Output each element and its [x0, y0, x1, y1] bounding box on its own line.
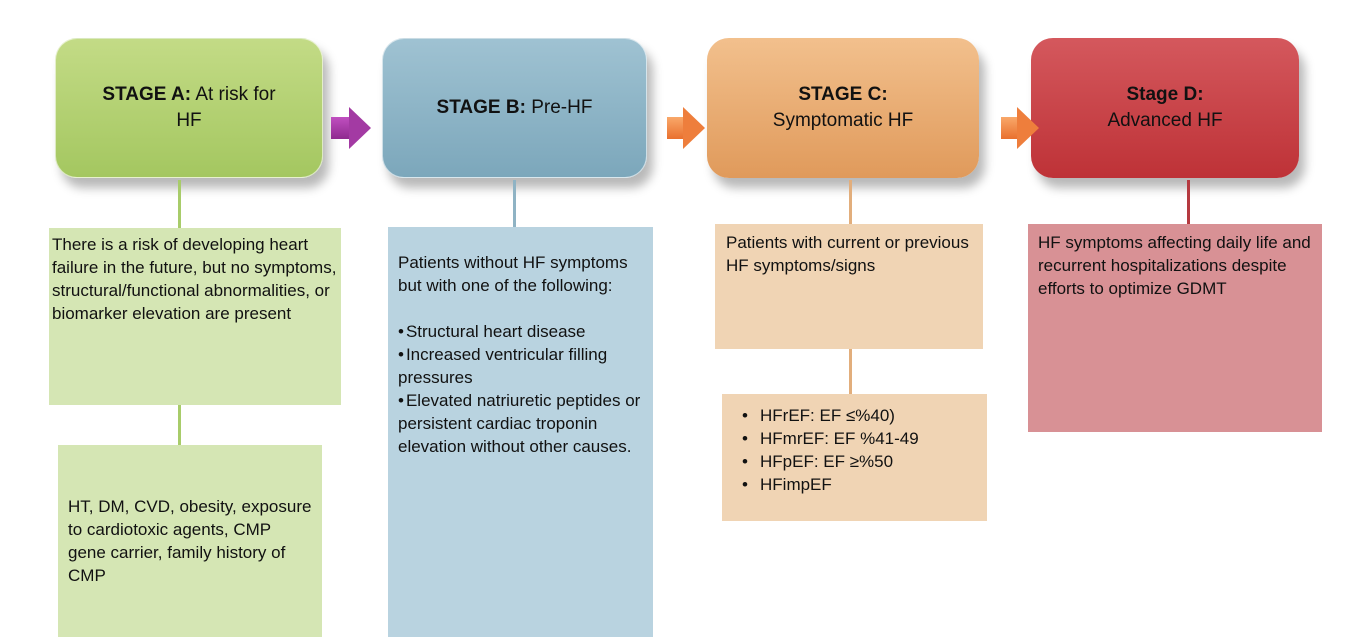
- stage-c-header: STAGE C: Symptomatic HF: [707, 38, 979, 178]
- stage-a-risk-factors: HT, DM, CVD, obesity, exposure to cardio…: [68, 497, 312, 585]
- connector-c-header-to-description: [849, 180, 852, 224]
- stage-c-description-box: Patients with current or previous HF sym…: [715, 224, 983, 349]
- stage-a-risk-factors-box: HT, DM, CVD, obesity, exposure to cardio…: [58, 445, 322, 637]
- arrow-b-to-c-head: [683, 107, 705, 149]
- stage-b-label: STAGE B:: [436, 97, 526, 118]
- stage-c-description: Patients with current or previous HF sym…: [726, 233, 969, 275]
- stage-c-types-list: HFrEF: EF ≤%40) HFmrEF: EF %41-49 HFpEF:…: [732, 404, 977, 496]
- stage-a-title-line: STAGE A: At risk for: [102, 82, 275, 108]
- stage-d-description-box: HF symptoms affecting daily life and rec…: [1028, 224, 1322, 432]
- list-item: HFimpEF: [742, 473, 977, 496]
- stage-c-types-box: HFrEF: EF ≤%40) HFmrEF: EF %41-49 HFpEF:…: [722, 394, 987, 521]
- stage-d-label: Stage D:: [1126, 84, 1204, 105]
- list-item: Elevated natriuretic peptides or persist…: [398, 389, 643, 458]
- arrow-a-to-b-shaft: [331, 117, 349, 139]
- stage-d-header: Stage D: Advanced HF: [1031, 38, 1299, 178]
- arrow-c-to-d-shaft: [1001, 117, 1017, 139]
- connector-d-header-to-description: [1187, 180, 1190, 224]
- stage-d-description: HF symptoms affecting daily life and rec…: [1038, 233, 1311, 298]
- stage-a-title-2: HF: [176, 110, 202, 131]
- stage-a-title: At risk for: [195, 84, 276, 105]
- connector-c-description-to-types: [849, 349, 852, 394]
- stage-b-criteria-list: Structural heart disease Increased ventr…: [398, 320, 643, 458]
- list-item: Increased ventricular filling pressures: [398, 343, 643, 389]
- stage-b-header: STAGE B: Pre-HF: [382, 38, 647, 178]
- stage-b-title-line: STAGE B: Pre-HF: [437, 95, 593, 121]
- stage-b-title: Pre-HF: [531, 97, 593, 118]
- list-item: HFpEF: EF ≥%50: [742, 450, 977, 473]
- stage-a-label: STAGE A:: [102, 84, 192, 105]
- stage-c-title: Symptomatic HF: [772, 110, 914, 131]
- stage-b-spacer: [398, 297, 643, 320]
- list-item: HFrEF: EF ≤%40): [742, 404, 977, 427]
- stage-d-title: Advanced HF: [1107, 110, 1223, 131]
- stage-b-criteria-box: Patients without HF symptoms but with on…: [388, 227, 653, 637]
- list-item: HFmrEF: EF %41-49: [742, 427, 977, 450]
- list-item: Structural heart disease: [398, 320, 643, 343]
- arrow-b-to-c-shaft: [667, 117, 683, 139]
- connector-a-header-to-description: [178, 180, 181, 228]
- arrow-c-to-d-head: [1017, 107, 1039, 149]
- stage-c-label: STAGE C:: [798, 84, 888, 105]
- stage-a-description: There is a risk of developing heart fail…: [52, 235, 337, 323]
- stage-a-header: STAGE A: At risk for HF: [55, 38, 323, 178]
- arrow-a-to-b-head: [349, 107, 371, 149]
- stage-a-description-box: There is a risk of developing heart fail…: [49, 228, 341, 405]
- connector-a-description-to-risk-factors: [178, 405, 181, 445]
- connector-b-header-to-criteria: [513, 180, 516, 227]
- stage-b-intro: Patients without HF symptoms but with on…: [398, 253, 628, 295]
